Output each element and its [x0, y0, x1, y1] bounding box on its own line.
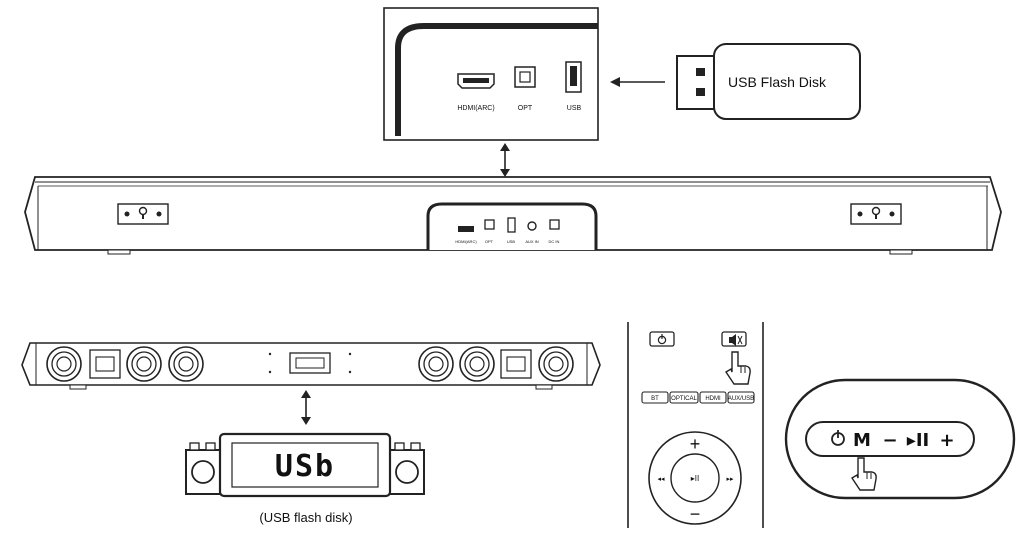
double-arrow-icon — [301, 390, 311, 425]
speaker-driver-4 — [418, 346, 454, 382]
remote-hdmi-button[interactable]: HDMI — [699, 391, 727, 404]
remote-bt-button[interactable]: BT — [641, 391, 669, 404]
hand-pointer-icon — [851, 457, 877, 491]
display-readout: USb — [275, 449, 335, 484]
remote-prev-button[interactable]: ◂◂ — [657, 476, 665, 483]
zoom-port-label-usb: USB — [567, 105, 582, 112]
display-zoom: USb (USB flash disk) — [185, 432, 425, 525]
remote-optical-label: OPTICAL — [671, 396, 697, 402]
usb-flash-disk-label: USB Flash Disk — [728, 74, 827, 90]
remote-bt-label: BT — [651, 396, 659, 402]
speaker-driver-6 — [538, 346, 574, 382]
rear-port-label-aux: AUX IN — [525, 239, 538, 244]
wall-mount-right — [850, 203, 902, 225]
zoom-port-label-opt: OPT — [518, 105, 533, 112]
port-zoom-panel: HDMI(ARC) OPT USB — [383, 7, 599, 141]
speaker-driver-1 — [46, 346, 82, 382]
remote-optical-button[interactable]: OPTICAL — [669, 391, 699, 404]
remote-volume-down[interactable]: − — [690, 504, 701, 524]
speaker-driver-3 — [168, 346, 204, 382]
remote-control: BT OPTICAL HDMI AUX/USB + − ◂◂ ▸▸ ▸II — [627, 322, 764, 528]
optical-port-icon — [514, 66, 536, 88]
speaker-driver-2 — [126, 346, 162, 382]
soundbar-front-view — [21, 342, 601, 390]
remote-power-button[interactable] — [649, 331, 675, 347]
side-control-panel: M − ▸II + — [784, 378, 1016, 500]
remote-hdmi-label: HDMI — [705, 396, 721, 402]
rear-port-label-hdmi: HDMI(ARC) — [455, 239, 477, 244]
hand-pointer-icon — [725, 351, 751, 385]
rear-port-label-opt: OPT — [485, 239, 494, 244]
remote-volume-up[interactable]: + — [690, 434, 701, 454]
remote-mute-button[interactable] — [721, 331, 747, 347]
hdmi-port-icon — [457, 73, 495, 89]
rear-port-panel: HDMI(ARC) OPT USB AUX IN DC IN — [426, 202, 598, 250]
rear-port-label-usb: USB — [507, 239, 516, 244]
remote-nav-ring[interactable]: + − ◂◂ ▸▸ ▸II — [648, 431, 742, 525]
double-arrow-icon — [500, 143, 510, 177]
panel-volume-down-button[interactable]: − — [882, 430, 897, 451]
panel-mode-button[interactable]: M — [853, 430, 871, 451]
remote-next-button[interactable]: ▸▸ — [726, 476, 734, 483]
panel-play-pause-button[interactable]: ▸II — [907, 430, 929, 451]
display-caption: (USB flash disk) — [259, 510, 352, 525]
usb-flash-disk: USB Flash Disk — [676, 43, 861, 120]
speaker-driver-5 — [459, 346, 495, 382]
soundbar-rear-view: HDMI(ARC) OPT USB AUX IN DC IN — [24, 176, 1002, 255]
panel-volume-up-button[interactable]: + — [939, 430, 954, 451]
tweeter-left — [89, 349, 121, 379]
tweeter-right — [500, 349, 532, 379]
zoom-port-label-hdmi: HDMI(ARC) — [457, 105, 494, 112]
panel-power-button[interactable] — [831, 430, 845, 446]
center-display-module — [268, 352, 352, 374]
wall-mount-left — [117, 203, 169, 225]
left-arrow-icon — [610, 77, 665, 87]
remote-aux-usb-button[interactable]: AUX/USB — [727, 391, 755, 404]
remote-aux-usb-label: AUX/USB — [728, 396, 754, 402]
remote-play-pause-button[interactable]: ▸II — [691, 474, 699, 483]
rear-port-label-dc: DC IN — [549, 239, 560, 244]
usb-port-icon — [565, 61, 582, 93]
